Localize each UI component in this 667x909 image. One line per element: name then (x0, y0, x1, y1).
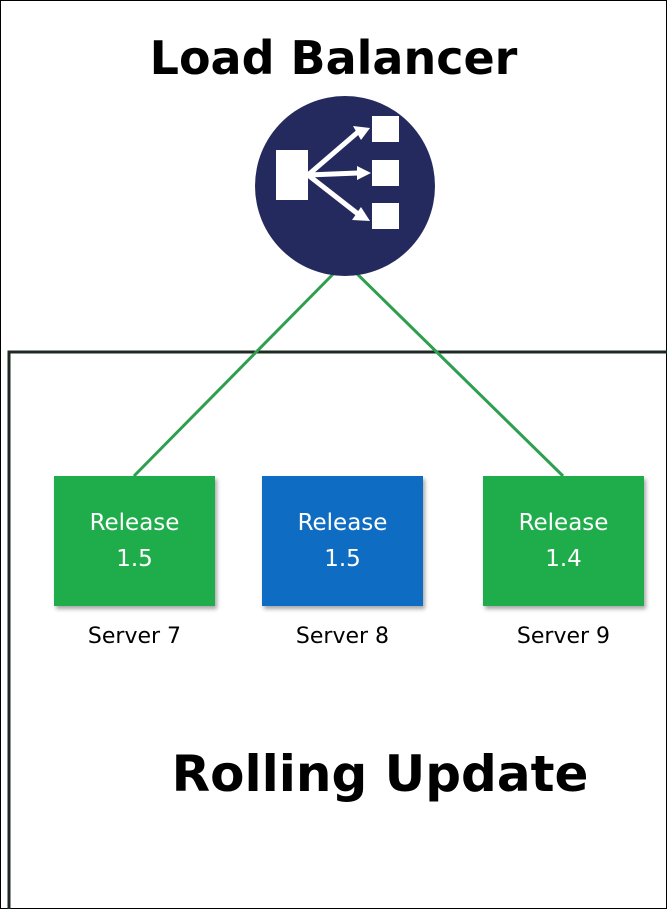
rolling-update-title: Rolling Update (171, 745, 589, 803)
release-label: Release (89, 510, 180, 536)
release-version: 1.4 (545, 546, 582, 572)
server-7-box: Release 1.5 (54, 476, 215, 606)
link-to-server-9 (343, 260, 565, 478)
link-to-server-7 (132, 260, 347, 478)
server-7-label: Server 7 (87, 624, 182, 649)
release-version: 1.5 (324, 546, 361, 572)
release-version: 1.5 (116, 546, 153, 572)
server-8-label: Server 8 (295, 624, 390, 649)
server-9-label: Server 9 (516, 624, 611, 649)
load-balancer-title: Load Balancer (149, 31, 518, 85)
release-label: Release (297, 510, 388, 536)
server-8-box: Release 1.5 (262, 476, 423, 606)
load-balancer-icon (255, 96, 435, 276)
release-label: Release (518, 510, 609, 536)
server-9-box: Release 1.4 (483, 476, 644, 606)
group-bracket (7, 350, 667, 909)
